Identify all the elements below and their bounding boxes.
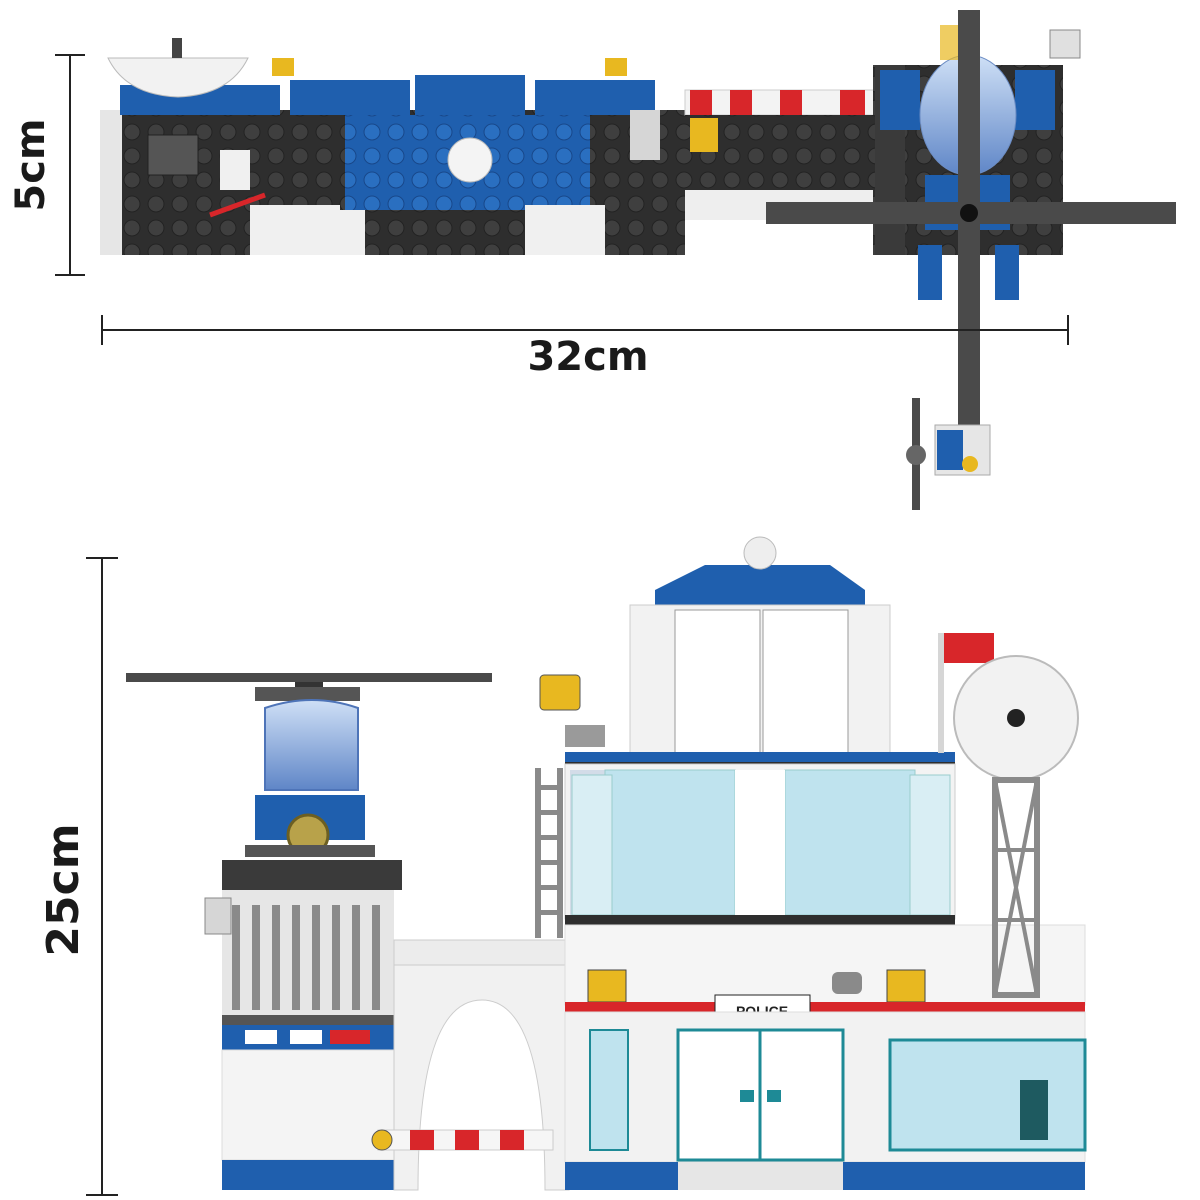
ladder (535, 768, 563, 938)
height-dimension: 25cm (38, 557, 118, 1196)
depth-dimension: 5cm (8, 54, 85, 276)
radar-tower (938, 633, 1079, 998)
top-view-rotor (766, 10, 1176, 510)
left-tower-bars (232, 905, 380, 1010)
width-label: 32cm (527, 334, 648, 380)
left-tower (204, 860, 402, 1190)
front-view: 25cm (38, 536, 1087, 1196)
archway (371, 939, 570, 1191)
depth-label: 5cm (8, 118, 54, 211)
main-building: POLICE (535, 536, 1087, 1190)
top-view-barrier (684, 89, 876, 220)
height-label: 25cm (38, 823, 89, 956)
width-dimension: 32cm (101, 315, 1069, 380)
helicopter (126, 673, 492, 857)
top-view: 5cm (8, 10, 1176, 510)
top-view-baseplate (100, 38, 685, 255)
